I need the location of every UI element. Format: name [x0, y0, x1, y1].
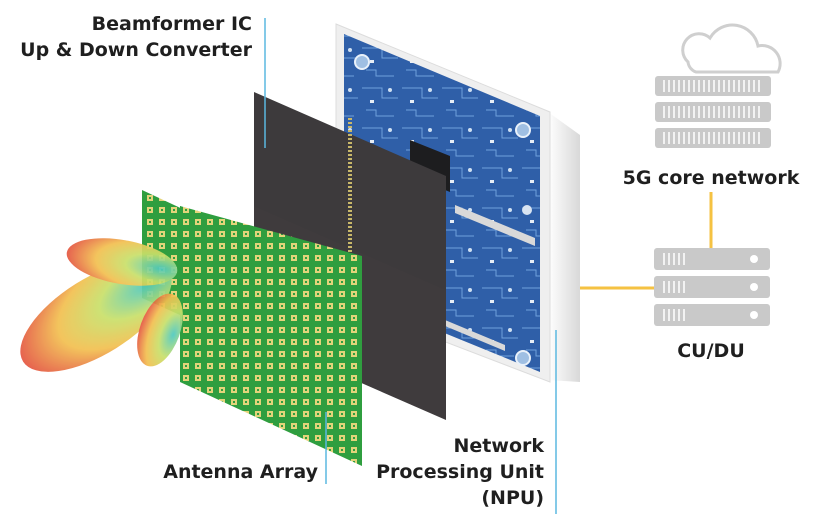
server-status-led	[750, 311, 758, 319]
pcb-mount-hole	[516, 351, 530, 365]
npu-label-line2: Processing Unit	[376, 461, 544, 483]
server-status-led	[750, 283, 758, 291]
npu-label-line1: Network	[454, 435, 545, 457]
pcb-mount-hole	[355, 55, 369, 69]
beamformer-label-line2: Up & Down Converter	[20, 39, 252, 61]
enclosure-side-face	[548, 112, 580, 382]
server-rack-icon	[654, 248, 770, 326]
npu-label-line3: (NPU)	[481, 487, 544, 509]
beamformer-label-line1: Beamformer IC	[92, 13, 252, 35]
pcb-mount-hole	[516, 123, 530, 137]
server-status-led	[750, 255, 758, 263]
core-network-label: 5G core network	[623, 167, 800, 189]
cudu-label: CU/DU	[677, 340, 745, 362]
antenna-array-label: Antenna Array	[163, 461, 318, 483]
server-rack-icon	[655, 76, 771, 148]
pcb-component	[522, 205, 532, 215]
radiation-beam-pattern	[3, 231, 192, 394]
network-connectors	[580, 192, 711, 288]
cloud-icon	[683, 25, 780, 72]
